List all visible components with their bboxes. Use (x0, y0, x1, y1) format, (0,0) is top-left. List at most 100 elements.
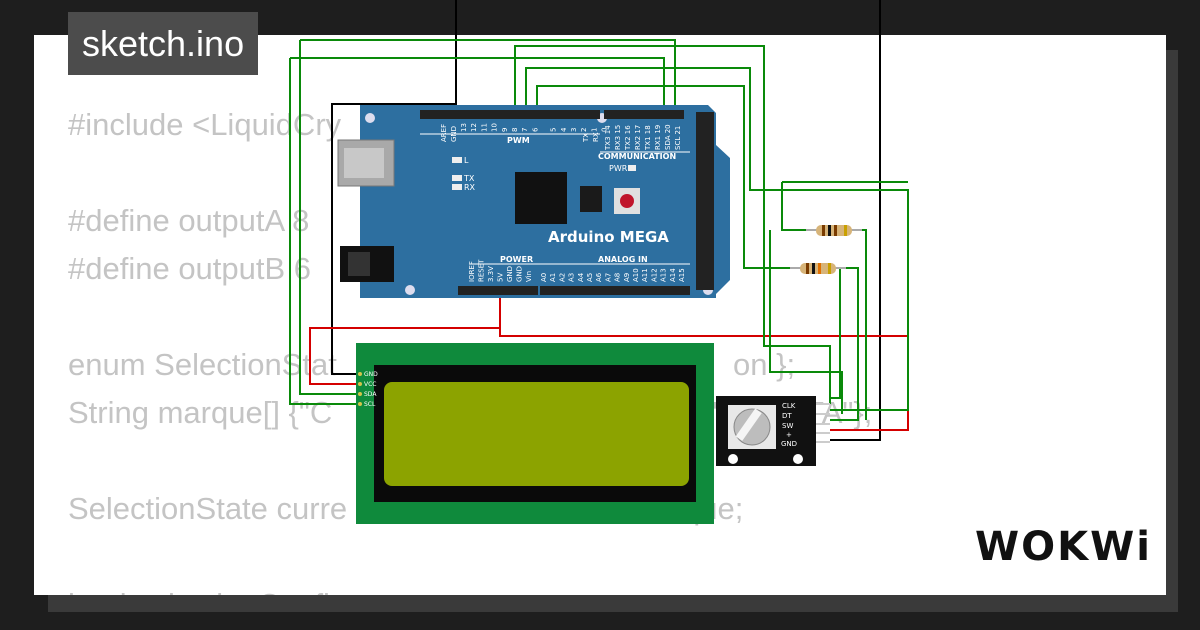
encoder-pin-sw: SW (782, 422, 793, 430)
power-pin-label: RESET (478, 259, 486, 282)
arduino-mega-board[interactable]: L TX RX PWR Arduino MEGA PWM COMMUNICATI… (337, 105, 730, 298)
encoder-pin-dt: DT (782, 412, 792, 420)
analog-pin-label: A5 (586, 273, 594, 282)
analog-pin-label: A1 (549, 273, 557, 282)
analog-header (540, 286, 690, 295)
comm-pin-label: TX1 18 (644, 125, 652, 151)
power-pin-label: Vin (525, 271, 533, 282)
code-line: #include <LiquidCry (68, 107, 342, 142)
wire-green-3 (290, 57, 665, 110)
wires (289, 0, 909, 441)
analog-in-label: ANALOG IN (598, 255, 648, 264)
analog-pin-label: A12 (650, 268, 658, 282)
sketch-title: sketch.ino (68, 12, 259, 75)
comm-pin-label: RX1 19 (654, 125, 662, 150)
comm-pin-label: SCL 21 (674, 126, 682, 150)
wire-green-7 (536, 85, 859, 421)
lcd-pin-gnd (358, 372, 362, 376)
analog-pin-label: A8 (614, 273, 622, 282)
pin-label: 11 (480, 123, 488, 132)
pin-label: 1 (590, 128, 598, 132)
code-line: #define outputA 8 (68, 203, 310, 238)
icsp-header (580, 186, 602, 212)
code-line: enum SelectionStat on }; (68, 347, 796, 382)
resistor-1[interactable] (806, 225, 862, 236)
lcd-screen (384, 382, 689, 486)
power-pin-label: GND (506, 266, 514, 282)
encoder-knob-mark (735, 408, 762, 441)
analog-pin-label: A13 (660, 268, 668, 282)
power-pin-label: GND (516, 266, 524, 282)
pin-label: 7 (521, 128, 529, 132)
wire-green-2 (299, 40, 360, 395)
communication-label: COMMUNICATION (598, 152, 676, 161)
wire-green-9 (781, 182, 812, 231)
board-name: Arduino MEGA (548, 228, 669, 246)
pin-label: 6 (531, 127, 539, 132)
pin-label: 2 (580, 128, 588, 132)
comm-pin-label: RX2 17 (634, 125, 642, 150)
usb-port-inner (344, 148, 384, 178)
lcd-display[interactable]: GND VCC SDA SCL (356, 343, 714, 524)
power-pin-label: 3.3V (487, 266, 495, 282)
analog-pin-label: A2 (558, 273, 566, 282)
rotary-encoder[interactable]: CLK DT SW + GND (716, 396, 830, 466)
encoder-pin-gnd: GND (781, 440, 797, 448)
led-l (452, 157, 462, 163)
wire-green-1 (300, 39, 676, 110)
analog-pin-label: A9 (623, 273, 631, 282)
comm-pin-label: RX3 15 (614, 125, 622, 150)
digital-header (420, 110, 600, 119)
power-header (458, 286, 538, 295)
pin-label: 0 (601, 128, 609, 132)
mount-hole (405, 285, 415, 295)
comm-pin-label: SDA 20 (664, 124, 672, 150)
pin-label: 3 (570, 128, 578, 132)
comm-header (604, 110, 684, 119)
encoder-hole (728, 454, 738, 464)
led-rx-label: RX (464, 183, 476, 192)
pin-label: 10 (491, 123, 499, 132)
led-rx (452, 184, 462, 190)
analog-pin-label: A15 (678, 268, 686, 282)
lcd-pin-label-vcc: VCC (364, 381, 376, 388)
resistor-2[interactable] (790, 263, 846, 274)
wire-green-11 (830, 268, 841, 399)
analog-pin-label: A7 (604, 273, 612, 282)
txrx-label: TX (582, 133, 590, 143)
pin-label: 4 (560, 127, 568, 132)
power-pin-label: IOREF (468, 261, 476, 282)
analog-pin-label: A10 (632, 268, 640, 282)
lcd-pin-label-gnd: GND (364, 371, 378, 378)
encoder-pin-vcc: + (786, 431, 792, 439)
lcd-pin-vcc (358, 382, 362, 386)
lcd-pin-scl (358, 402, 362, 406)
wire-green-5 (514, 45, 831, 404)
led-tx (452, 175, 462, 181)
wokwi-logo: WOKWi (975, 524, 1152, 570)
wire-black-right (830, 0, 881, 441)
power-jack-inner (348, 252, 370, 276)
reset-button[interactable] (620, 194, 634, 208)
comm-pin-label: TX3 14 (604, 125, 612, 151)
lcd-pin-label-sda: SDA (364, 391, 377, 398)
pin-label: GND (450, 126, 458, 142)
encoder-pin-leads (816, 403, 830, 443)
pin-label: 8 (511, 128, 519, 132)
code-line: bool selectionConfirm (68, 581, 872, 595)
analog-pin-label: A11 (641, 268, 649, 282)
wire-red-5v (309, 292, 501, 385)
comm-pin-label: TX2 16 (624, 125, 632, 151)
wire-green-4 (289, 58, 360, 405)
pwr-label: PWR (609, 164, 628, 173)
analog-pin-label: A4 (577, 272, 585, 282)
analog-pin-label: A6 (595, 272, 603, 282)
txrx-label: RX (592, 132, 600, 142)
analog-pin-label: A3 (568, 273, 576, 282)
pin-label: 13 (460, 123, 468, 132)
led-pwr (628, 165, 636, 171)
wire-green-6 (525, 67, 909, 411)
pin-label: 9 (501, 128, 509, 132)
